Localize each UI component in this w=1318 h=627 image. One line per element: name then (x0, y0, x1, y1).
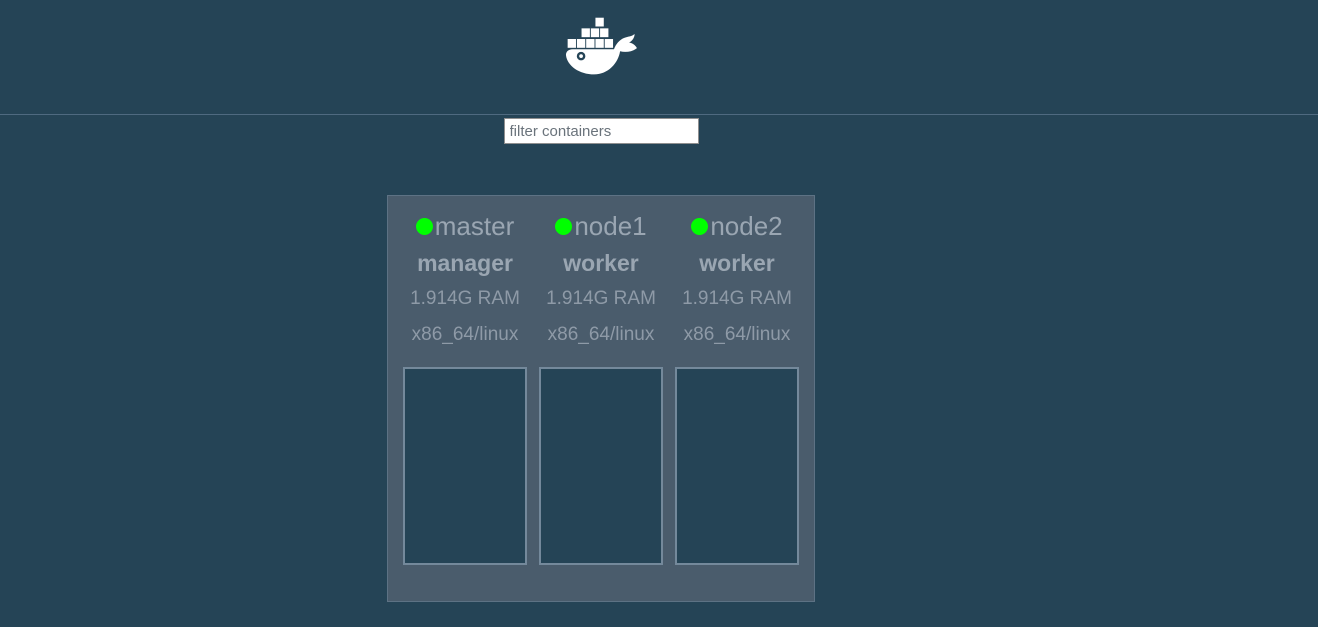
node-containers-box (675, 367, 799, 565)
nodes-row: master manager 1.914G RAM x86_64/linux n… (403, 208, 799, 565)
node-card-node1: node1 worker 1.914G RAM x86_64/linux (539, 208, 663, 565)
node-platform: x86_64/linux (683, 324, 791, 345)
node-card-node2: node2 worker 1.914G RAM x86_64/linux (675, 208, 799, 565)
node-ram: 1.914G RAM (682, 288, 792, 309)
node-role: worker (699, 250, 775, 276)
node-status-dot-icon (555, 218, 573, 235)
app-header (0, 14, 1318, 115)
node-name-row: master (403, 208, 527, 245)
node-name: master (434, 211, 515, 241)
node-card-master: master manager 1.914G RAM x86_64/linux (403, 208, 527, 565)
docker-whale-icon (565, 17, 637, 75)
node-platform: x86_64/linux (547, 324, 655, 345)
node-role: manager (417, 250, 513, 276)
node-containers-box (403, 367, 527, 565)
node-name: node2 (710, 211, 783, 241)
node-containers-box (539, 367, 663, 565)
node-status-dot-icon (691, 218, 709, 235)
node-platform: x86_64/linux (411, 324, 519, 345)
swarm-panel: master manager 1.914G RAM x86_64/linux n… (387, 195, 815, 602)
main-content: master manager 1.914G RAM x86_64/linux n… (0, 118, 1202, 602)
filter-containers-input[interactable] (503, 118, 699, 144)
node-ram: 1.914G RAM (546, 288, 656, 309)
node-status-dot-icon (415, 218, 433, 235)
node-role: worker (563, 250, 639, 276)
node-name: node1 (574, 211, 647, 241)
node-name-row: node1 (539, 208, 663, 245)
node-name-row: node2 (675, 208, 799, 245)
node-ram: 1.914G RAM (410, 288, 520, 309)
